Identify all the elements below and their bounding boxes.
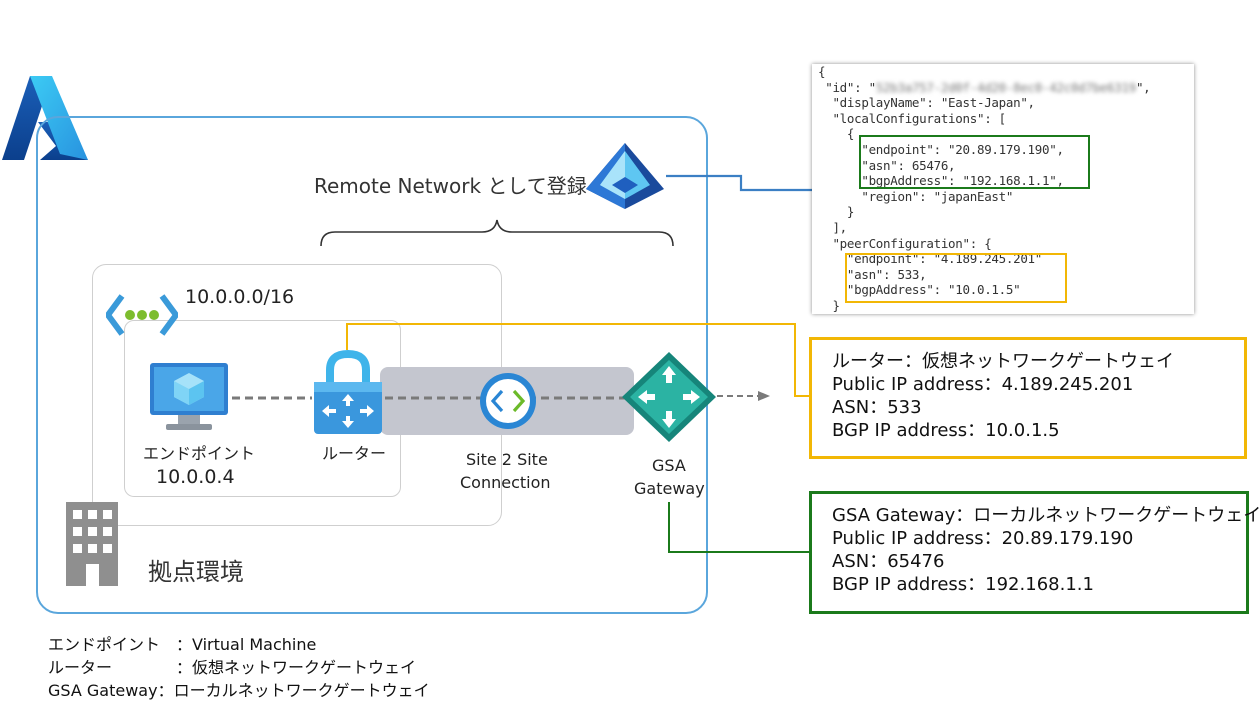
json-line: "bgpAddress": "192.168.1.1", <box>818 173 1064 189</box>
json-line: ], <box>818 219 847 235</box>
gsa-label-line2: Gateway <box>634 479 705 498</box>
router-info-box: ルーター：仮想ネットワークゲートウェイ Public IP address：4.… <box>809 337 1247 459</box>
json-id-redacted-value: 52b3a757-2d0f-4d20-8ec0-42c0d7be6319 <box>875 79 1136 95</box>
legend-endpoint: エンドポイント ：Virtual Machine <box>48 635 317 654</box>
local-network-gateway-icon <box>622 352 716 442</box>
gsa-info-bgp: BGP IP address：192.168.1.1 <box>832 574 1094 595</box>
router-label: ルーター <box>322 444 387 463</box>
gsa-info-public-ip: Public IP address：20.89.179.190 <box>832 528 1134 549</box>
json-line: "asn": 65476, <box>818 157 956 173</box>
router-info-asn: ASN：533 <box>832 397 922 418</box>
json-line: "bgpAddress": "10.0.1.5" <box>818 282 1021 298</box>
building-icon <box>66 502 118 586</box>
endpoint-name-label: エンドポイント <box>143 444 256 463</box>
json-line-id: "id": "52b3a757-2d0f-4d20-8ec0-42c0d7be6… <box>818 80 1188 96</box>
azure-boundary <box>36 116 708 614</box>
entra-id-icon <box>586 143 664 209</box>
connection-icon <box>480 373 536 429</box>
gsa-info-box: GSA Gateway：ローカルネットワークゲートウェイ Public IP a… <box>809 491 1260 614</box>
gsa-label-line1: GSA <box>652 456 686 475</box>
json-line: "peerConfiguration": { <box>818 235 992 251</box>
gsa-info-asn: ASN：65476 <box>832 551 945 572</box>
remote-network-brace <box>320 219 674 247</box>
json-id-key: "id": " <box>818 79 876 95</box>
gateway-outbound-arrowhead <box>758 391 770 401</box>
json-line: "asn": 533, <box>818 266 927 282</box>
legend: エンドポイント ：Virtual Machine ルーター ：仮想ネットワークゲ… <box>48 633 430 702</box>
gsa-info-connector <box>668 502 810 553</box>
json-line: "region": "japanEast" <box>818 188 1014 204</box>
router-info-public-ip: Public IP address：4.189.245.201 <box>832 374 1134 395</box>
vnet-cidr-label: 10.0.0.0/16 <box>185 286 295 308</box>
endpoint-ip-label: 10.0.0.4 <box>156 466 235 488</box>
json-line: } <box>818 297 840 313</box>
remote-network-label: Remote Network として登録 <box>314 174 587 198</box>
remote-network-json-panel: { "id": "52b3a757-2d0f-4d20-8ec0-42c0d7b… <box>812 64 1194 314</box>
legend-router: ルーター ：仮想ネットワークゲートウェイ <box>48 658 417 677</box>
site-label: 拠点環境 <box>148 558 244 586</box>
entra-json-connector <box>666 174 812 192</box>
virtual-machine-icon <box>150 363 228 430</box>
json-line: } <box>818 204 855 220</box>
json-local-config-highlight <box>859 135 1090 189</box>
json-line: { <box>818 64 826 79</box>
s2s-label-line2: Connection <box>460 473 551 492</box>
s2s-label-line1: Site 2 Site <box>466 450 548 469</box>
vpn-gateway-icon <box>314 349 382 434</box>
gsa-info-title: GSA Gateway：ローカルネットワークゲートウェイ <box>832 505 1260 526</box>
json-line: "displayName": "East-Japan", <box>818 95 1035 111</box>
virtual-network-icon <box>106 294 178 336</box>
json-line: { <box>818 126 855 142</box>
json-line: "endpoint": "20.89.179.190", <box>818 141 1064 157</box>
json-id-tail: ", <box>1135 79 1151 95</box>
router-info-title: ルーター：仮想ネットワークゲートウェイ <box>832 351 1174 372</box>
router-info-bgp: BGP IP address：10.0.1.5 <box>832 420 1060 441</box>
json-peer-config-highlight <box>845 253 1067 303</box>
json-line: "localConfigurations": [ <box>818 110 1006 126</box>
legend-gsa-gateway: GSA Gateway：ローカルネットワークゲートウェイ <box>48 681 430 700</box>
router-info-connector <box>346 323 810 397</box>
